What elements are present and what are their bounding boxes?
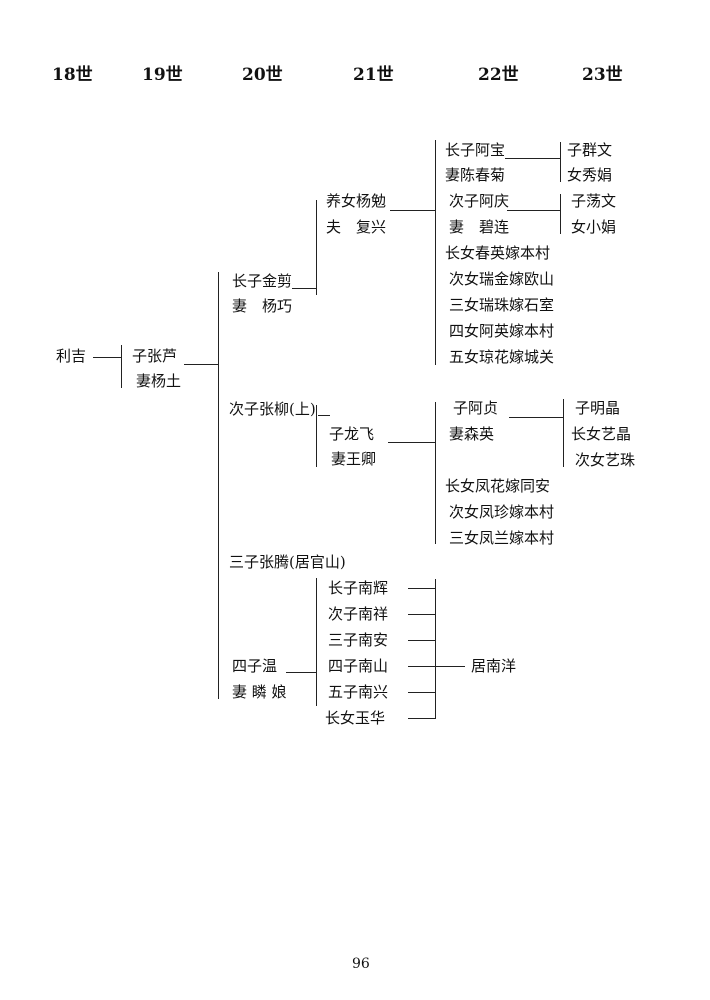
- daughter-yizhu: 次女艺珠: [575, 451, 636, 469]
- connector: [435, 140, 436, 365]
- person-liji: 利吉: [56, 347, 87, 365]
- person-yangmian: 养女杨勉: [326, 192, 387, 210]
- person-nanshan: 四子南山: [328, 657, 389, 675]
- connector: [408, 614, 435, 615]
- generation-header-22: 22世: [478, 65, 519, 85]
- note-nanyang: 居南洋: [471, 657, 517, 675]
- connector: [218, 272, 219, 699]
- connector: [408, 640, 435, 641]
- daughter-yijing: 长女艺晶: [571, 425, 632, 443]
- person-azhen: 子阿贞: [453, 399, 499, 417]
- generation-header-23: 23世: [582, 65, 623, 85]
- generation-header-18: 18世: [52, 65, 93, 85]
- person-wen: 四子温: [232, 657, 278, 675]
- connector: [292, 288, 316, 289]
- daughter-xiaojuan: 女小娟: [571, 218, 617, 236]
- connector: [509, 417, 563, 418]
- daughter-fenglan: 三女凤兰嫁本村: [449, 529, 555, 547]
- generation-header-21: 21世: [353, 65, 394, 85]
- connector: [563, 399, 564, 467]
- person-longfei: 子龙飞: [329, 425, 375, 443]
- generation-header-19: 19世: [142, 65, 183, 85]
- person-zhangliu: 次子张柳(上): [229, 400, 316, 418]
- spouse-fuxing: 夫 复兴: [326, 218, 387, 236]
- connector: [507, 210, 560, 211]
- spouse-yangtu: 妻杨土: [136, 372, 182, 390]
- connector: [560, 142, 561, 182]
- connector: [390, 210, 435, 211]
- person-zhanglu: 子张芦: [132, 347, 178, 365]
- generation-header-20: 20世: [242, 65, 283, 85]
- connector: [408, 588, 435, 589]
- daughter-ruijin: 次女瑞金嫁欧山: [449, 270, 555, 288]
- connector: [318, 415, 330, 416]
- spouse-chenchunju: 妻陈春菊: [445, 166, 506, 184]
- connector: [505, 158, 560, 159]
- person-yuhua: 长女玉华: [325, 709, 386, 727]
- spouse-lin: 妻 瞵 娘: [232, 683, 287, 701]
- spouse-senying: 妻森英: [449, 425, 495, 443]
- page-number: 96: [352, 956, 370, 972]
- connector: [286, 672, 316, 673]
- spouse-bilian: 妻 碧连: [449, 218, 510, 236]
- person-nanxing: 五子南兴: [328, 683, 389, 701]
- connector: [316, 578, 317, 706]
- daughter-xiujuan: 女秀娟: [567, 166, 613, 184]
- person-nanxiang: 次子南祥: [328, 605, 389, 623]
- person-nanan: 三子南安: [328, 631, 389, 649]
- person-zhangteng: 三子张腾(居官山): [229, 553, 346, 571]
- spouse-wangqing: 妻王卿: [331, 450, 377, 468]
- connector: [408, 718, 435, 719]
- connector: [121, 345, 122, 388]
- daughter-fenghua: 长女凤花嫁同安: [445, 477, 551, 495]
- person-dangwen: 子荡文: [571, 192, 617, 210]
- person-nanhui: 长子南辉: [328, 579, 389, 597]
- person-qunwen: 子群文: [567, 141, 613, 159]
- daughter-ruizhu: 三女瑞珠嫁石室: [449, 296, 555, 314]
- connector: [388, 442, 435, 443]
- daughter-qionghua: 五女琼花嫁城关: [449, 348, 555, 366]
- connector: [435, 579, 436, 719]
- daughter-aying: 四女阿英嫁本村: [449, 322, 555, 340]
- spouse-yangqiao: 妻 杨巧: [232, 297, 293, 315]
- connector: [184, 364, 218, 365]
- person-aqing: 次子阿庆: [449, 192, 510, 210]
- daughter-chunying: 长女春英嫁本村: [445, 244, 551, 262]
- daughter-fengzhen: 次女凤珍嫁本村: [449, 503, 555, 521]
- person-jinjian: 长子金剪: [232, 272, 293, 290]
- connector: [408, 666, 465, 667]
- connector: [435, 402, 436, 544]
- connector: [560, 194, 561, 234]
- connector: [93, 357, 121, 358]
- connector: [316, 405, 317, 467]
- person-abao: 长子阿宝: [445, 141, 506, 159]
- person-mingjing: 子明晶: [575, 399, 621, 417]
- connector: [316, 200, 317, 295]
- connector: [408, 692, 435, 693]
